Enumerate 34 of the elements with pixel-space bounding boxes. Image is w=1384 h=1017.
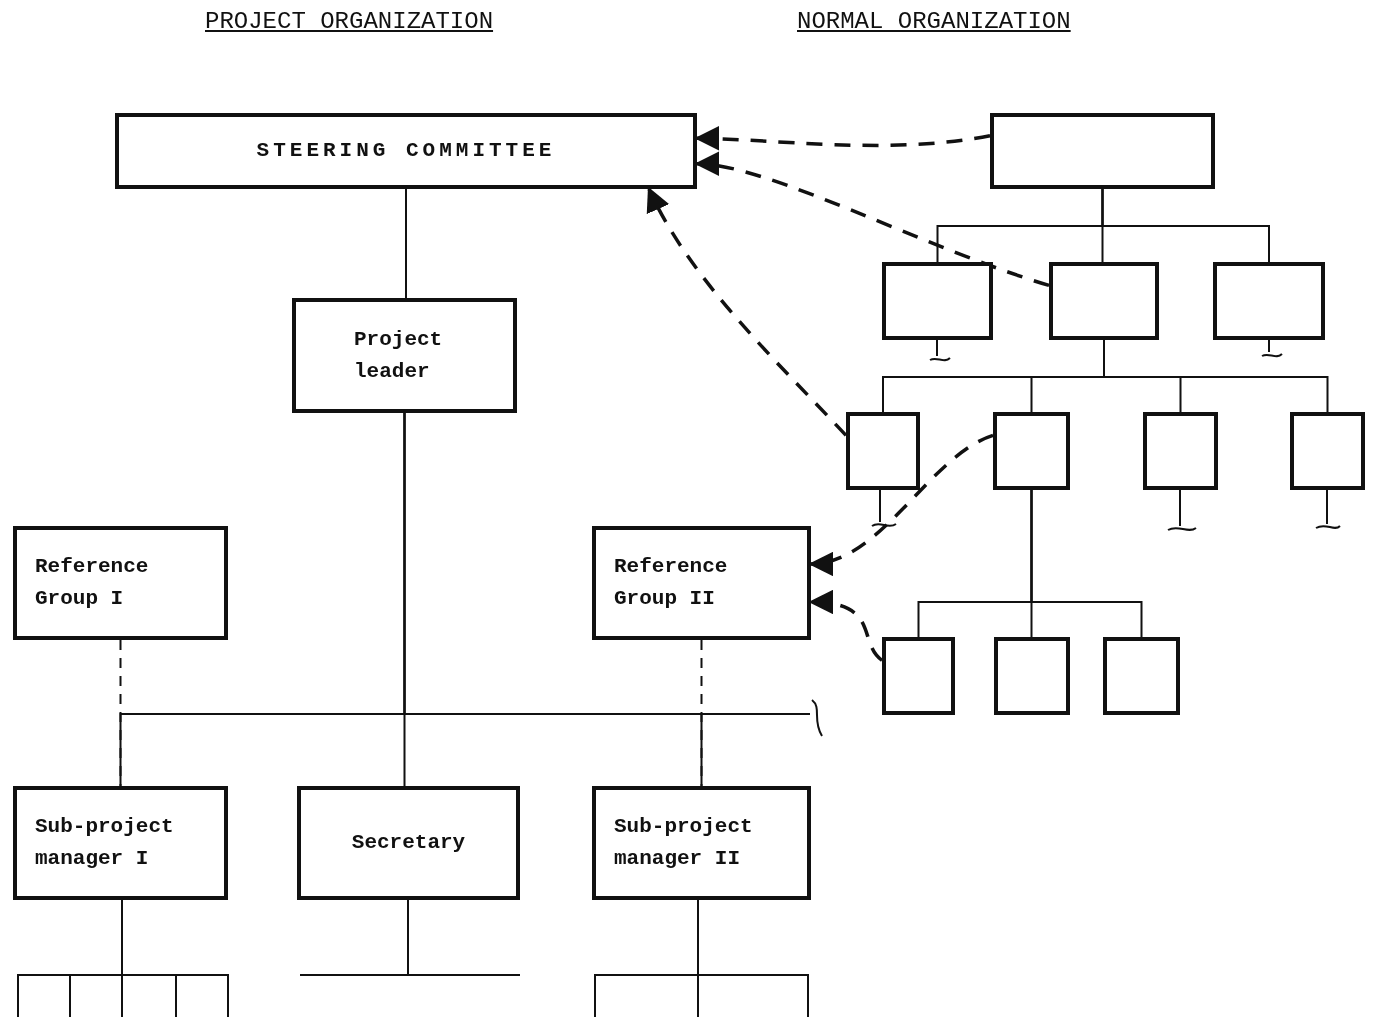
unit-box <box>1049 262 1159 340</box>
connector-line <box>403 412 703 787</box>
role-label: Secretary <box>350 830 467 856</box>
role-label: Reference Group I <box>34 554 150 612</box>
section-heading: PROJECT ORGANIZATION <box>205 8 494 35</box>
role-box <box>13 526 228 640</box>
role-box <box>592 526 811 640</box>
role-label: Reference Group II <box>613 554 729 612</box>
unit-box <box>1143 412 1218 490</box>
role-box <box>115 113 697 189</box>
unit-box <box>1213 262 1325 340</box>
unit-box <box>882 262 993 340</box>
role-box <box>13 786 228 900</box>
unit-box <box>882 637 955 715</box>
connector-line <box>1030 489 1143 638</box>
role-label: Project leader <box>353 326 444 385</box>
connector-line <box>405 188 407 299</box>
unit-box <box>1103 637 1180 715</box>
connector-line <box>1101 188 1270 263</box>
unit-box <box>1290 412 1365 490</box>
role-label: STEERING COMMITTEE <box>255 138 557 164</box>
unit-box <box>993 412 1070 490</box>
dashed-connector <box>700 639 703 787</box>
unit-box <box>846 412 920 490</box>
role-box <box>297 786 520 900</box>
connector-line <box>1103 339 1329 413</box>
section-heading: NORMAL ORGANIZATION <box>797 8 1071 35</box>
unit-box <box>990 113 1215 189</box>
role-box <box>592 786 811 900</box>
role-label: Sub-project manager I <box>34 814 175 872</box>
role-label: Sub-project manager II <box>613 814 754 872</box>
dashed-connector <box>119 639 122 787</box>
role-box <box>292 298 517 413</box>
unit-box <box>994 637 1070 715</box>
